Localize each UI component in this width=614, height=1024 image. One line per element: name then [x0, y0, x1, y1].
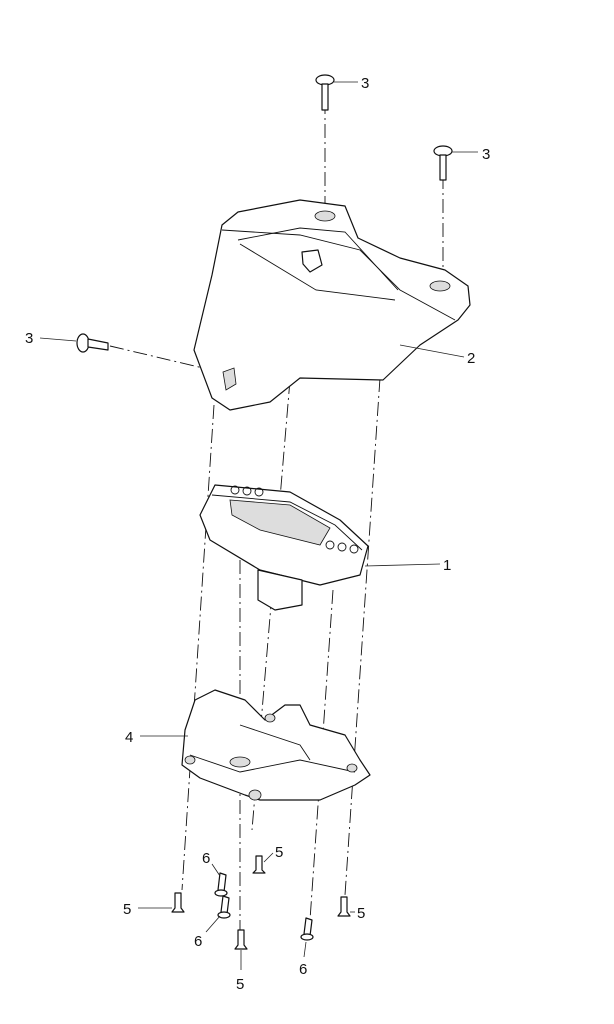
bracket-part	[181, 689, 371, 801]
callout-6: 6	[202, 850, 210, 867]
screw-parts	[214, 872, 314, 941]
callout-6: 6	[194, 933, 202, 950]
callout-4: 4	[125, 729, 133, 746]
callout-5: 5	[236, 976, 244, 993]
callout-5: 5	[357, 905, 365, 922]
callout-3-top: 3	[361, 75, 369, 92]
bolt-parts	[171, 855, 351, 950]
screw-top-part	[315, 74, 335, 111]
callout-3-side: 3	[25, 330, 33, 347]
callout-1: 1	[443, 557, 451, 574]
screw-right-part	[433, 145, 453, 181]
instrument-cluster-part	[199, 484, 369, 611]
callout-2: 2	[467, 350, 475, 367]
callout-6: 6	[299, 961, 307, 978]
callout-5: 5	[123, 901, 131, 918]
callout-3-right: 3	[482, 146, 490, 163]
leader-lines	[39, 81, 478, 970]
cover-part	[193, 199, 471, 411]
screw-side-part	[76, 333, 109, 353]
callout-labels: 3 3 3 2 1 4 5 6 5 5 6 6 5	[25, 75, 490, 993]
callout-5: 5	[275, 844, 283, 861]
